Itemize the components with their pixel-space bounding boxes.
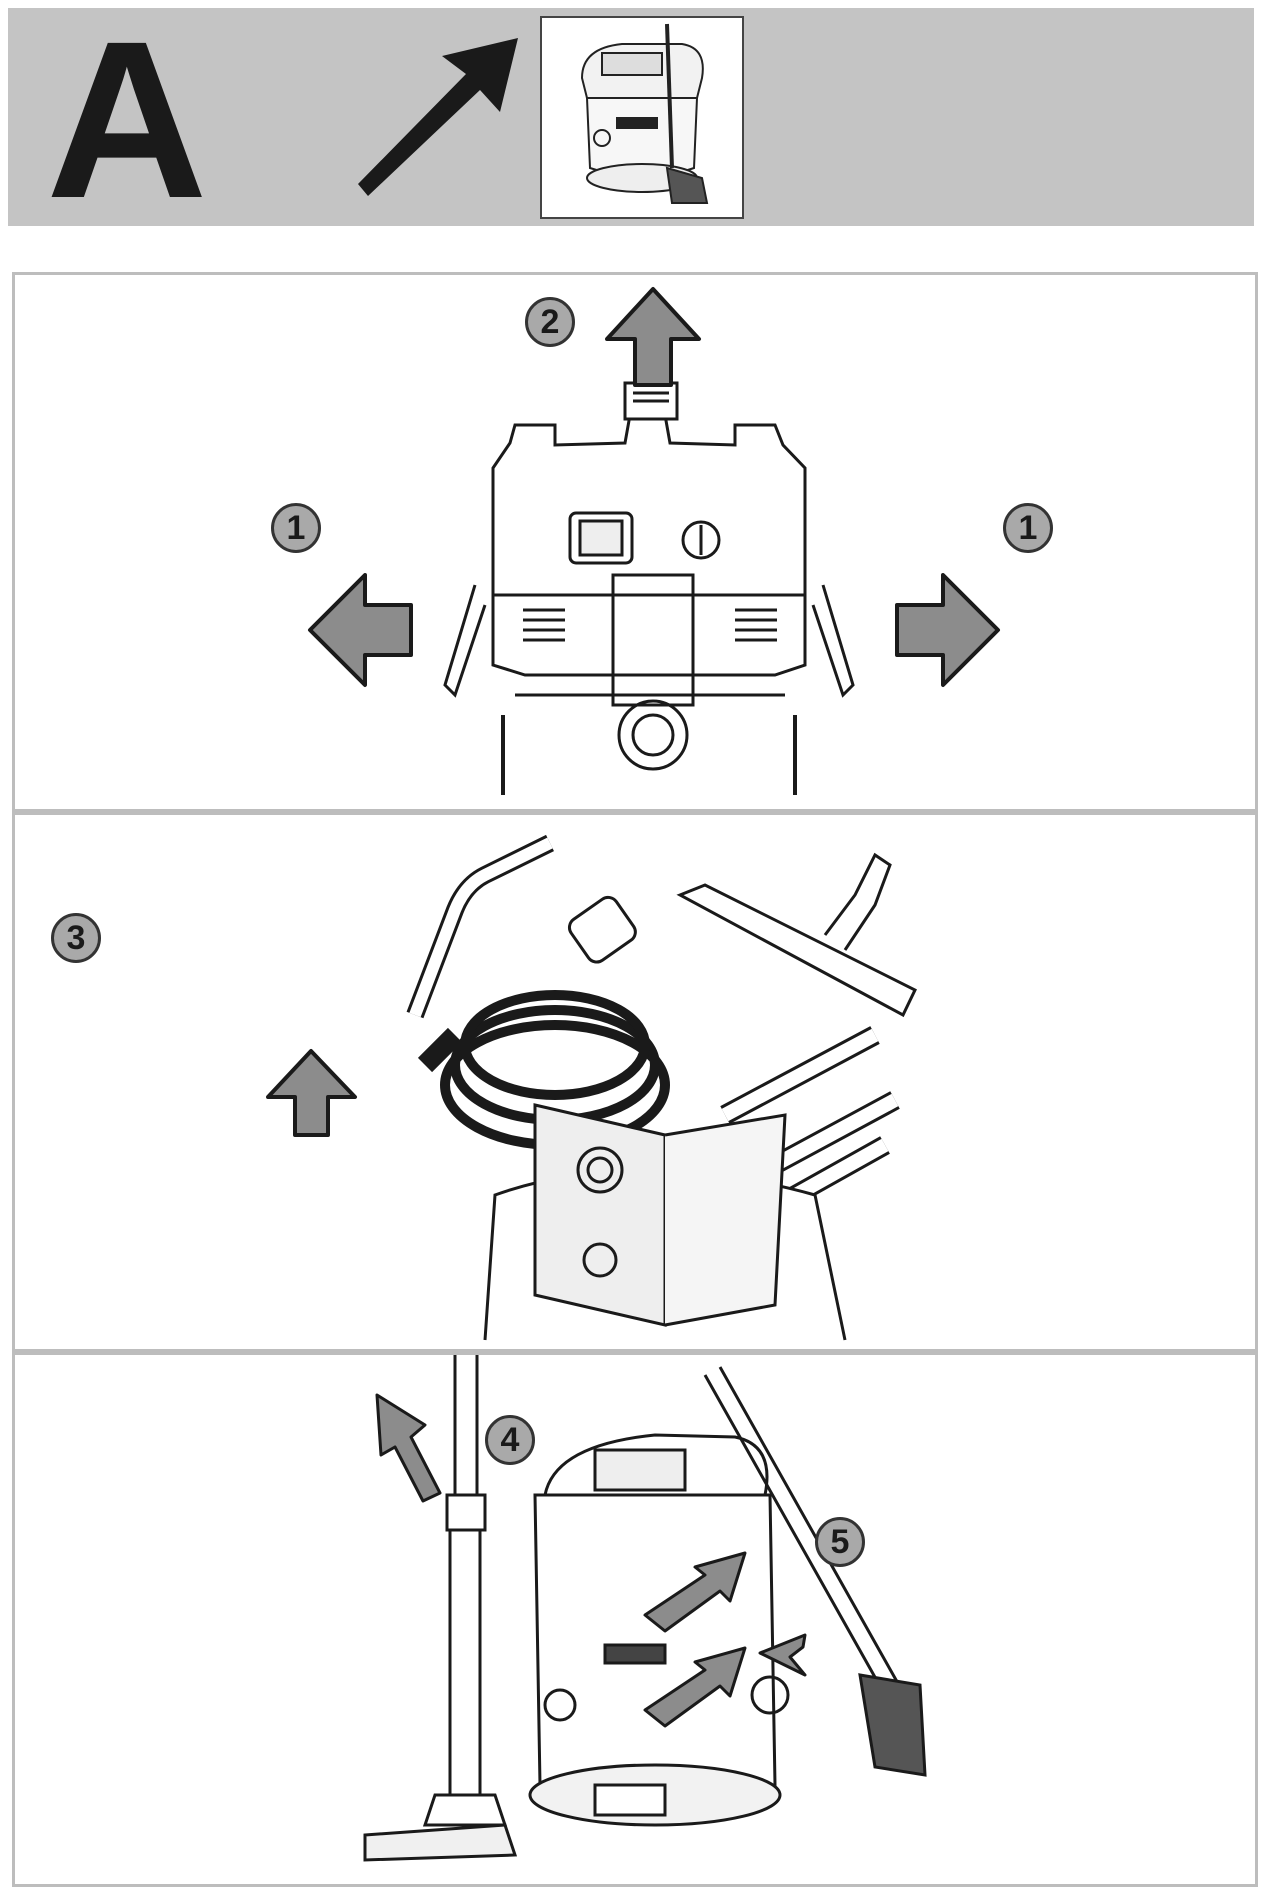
accessories-illustration [266, 834, 917, 1341]
panel-attach-tubes: 4 5 [12, 1352, 1258, 1887]
panel-remove-accessories: 3 [12, 812, 1258, 1352]
step-marker-1-left: 1 [271, 503, 321, 553]
diagonal-up-right-arrow-icon [358, 38, 518, 196]
step-marker-3: 3 [51, 913, 101, 963]
arrow-up-accessories [266, 1049, 357, 1137]
vacuum-head-illustration [308, 287, 1000, 795]
arrow-point-tube-clip [375, 1393, 442, 1503]
panel-remove-motor-head: 1 2 1 [12, 272, 1258, 812]
vacuum-cleaner-thumbnail-icon [580, 23, 709, 204]
step-marker-2: 2 [525, 297, 575, 347]
step-marker-5: 5 [815, 1517, 865, 1567]
vacuum-cleaner-thumbnail [540, 16, 744, 219]
assembled-vacuum-illustration [363, 1355, 927, 1862]
step-marker-4: 4 [485, 1415, 535, 1465]
arrow-point-upper [643, 1551, 747, 1633]
header-bar: A [8, 0, 1254, 245]
arrow-right [895, 573, 1000, 687]
arrow-up [605, 287, 701, 387]
arrow-point-lower [643, 1646, 747, 1728]
arrow-left [308, 573, 413, 687]
section-letter: A [46, 0, 208, 245]
step-marker-1-right: 1 [1003, 503, 1053, 553]
arrow-point-side [758, 1633, 807, 1677]
